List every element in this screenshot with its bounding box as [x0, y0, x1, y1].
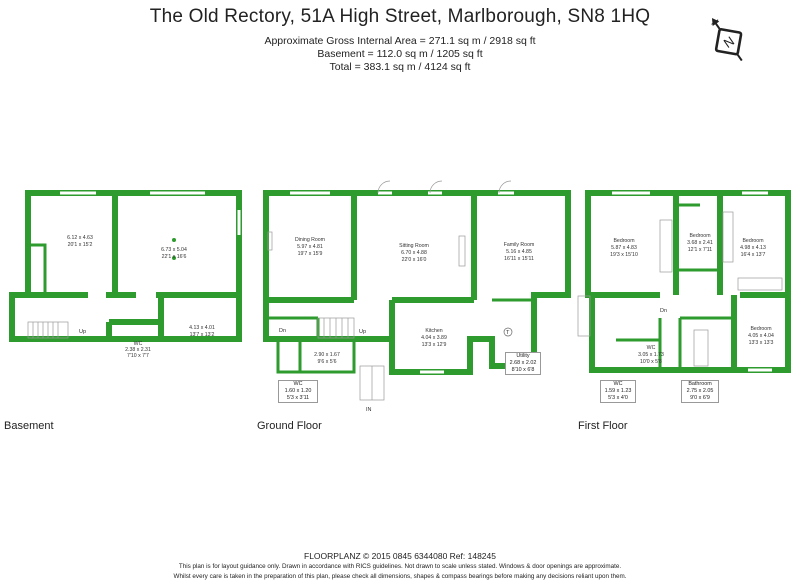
room-dims: 1.59 x 1.23 [604, 388, 632, 394]
room-dims-imperial: 8'10 x 6'8 [511, 367, 535, 373]
room-dims: 3.68 x 2.41 [687, 240, 713, 246]
footer-disclaimer-1: This plan is for layout guidance only. D… [178, 563, 622, 570]
ground-wc-label: WC 1.60 x 1.20 5'3 x 3'11 [278, 380, 318, 403]
first-wc-label: WC 1.59 x 1.23 5'3 x 4'0 [600, 380, 636, 403]
room-dims: 5.87 x 4.83 [611, 245, 637, 251]
first-floor-label: First Floor [578, 420, 628, 432]
room-dims-imperial: 9'0 x 6'9 [690, 395, 710, 401]
room-dims: 6.70 x 4.88 [401, 250, 427, 256]
room-dims-imperial: 19'7 x 15'9 [298, 251, 323, 257]
room-dims-imperial: 13'7 x 13'2 [190, 332, 215, 338]
room-dims-imperial: 16'4 x 13'7 [741, 252, 766, 258]
room-name: Bedroom [613, 238, 634, 244]
appliance-label: T [506, 330, 510, 336]
area-summary: Approximate Gross Internal Area = 271.1 … [0, 35, 800, 74]
room-dims-imperial: 9'6 x 5'6 [318, 359, 337, 365]
room-dims: 5.16 x 4.85 [506, 249, 532, 255]
utility-label: Utility 2.68 x 2.02 8'10 x 6'8 [505, 352, 541, 375]
page-title: The Old Rectory, 51A High Street, Marlbo… [149, 6, 651, 27]
gross-area-text: Approximate Gross Internal Area = 271.1 … [264, 35, 536, 47]
compass-icon: N [711, 17, 743, 62]
room-dims: 4.13 x 4.01 [189, 325, 215, 331]
room-dims-imperial: 20'1 x 15'2 [68, 242, 93, 248]
room-name: Utility [516, 353, 530, 359]
stairs-up-label: Up [359, 329, 366, 335]
room-dims: 2.68 x 2.02 [509, 360, 537, 366]
room-dims-imperial: 13'3 x 13'3 [749, 340, 774, 346]
room-dims: 2.38 x 2.31 [125, 347, 151, 353]
basement-label: Basement [4, 420, 54, 432]
room-dims-imperial: 22'1 x 16'6 [162, 254, 187, 260]
room-dims: 4.98 x 4.13 [740, 245, 766, 251]
room-dims: 2.75 x 2.05 [686, 388, 714, 394]
room-dims-imperial: 7'10 x 7'7 [127, 353, 149, 359]
room-name: Dining Room [295, 237, 325, 243]
room-dims: 4.04 x 3.89 [421, 335, 447, 341]
total-area-text: Total = 383.1 sq m / 4124 sq ft [329, 61, 471, 73]
room-name: Family Room [504, 242, 535, 248]
room-dims-imperial: 5'3 x 3'11 [286, 395, 310, 401]
room-dims: 2.90 x 1.67 [314, 352, 340, 358]
room-dims: 6.73 x 5.04 [161, 247, 187, 253]
room-name: WC [134, 341, 143, 347]
room-dims-imperial: 16'11 x 15'11 [504, 256, 534, 262]
entrance-label: IN [366, 407, 372, 413]
room-name: WC [613, 381, 623, 387]
room-dims-imperial: 10'0 x 5'8 [640, 359, 662, 365]
room-name: Bedroom [689, 233, 710, 239]
room-name: Bathroom [688, 381, 712, 387]
room-name: Bedroom [742, 238, 763, 244]
footer-credit: FLOORPLANZ © 2015 0845 6344080 Ref: 1482… [304, 551, 496, 561]
stairs-down-label: Dn [279, 328, 286, 334]
basement-area-text: Basement = 112.0 sq m / 1205 sq ft [317, 48, 483, 60]
room-dims-imperial: 19'3 x 15'10 [610, 252, 638, 258]
room-dims: 1.60 x 1.20 [284, 388, 312, 394]
room-name: Kitchen [425, 328, 442, 334]
room-name: Sitting Room [399, 243, 429, 249]
room-dims: 5.97 x 4.81 [297, 244, 323, 250]
ground-floor-plan: Dining Room 5.97 x 4.81 19'7 x 15'9 Sitt… [262, 180, 572, 413]
room-dims-imperial: 22'0 x 16'0 [402, 257, 427, 263]
room-dims-imperial: 13'3 x 12'9 [422, 342, 447, 348]
basement-plan: 6.12 x 4.63 20'1 x 15'2 6.73 x 5.04 22'1… [9, 189, 242, 359]
room-dims: 4.05 x 4.04 [748, 333, 774, 339]
room-name: WC [647, 345, 656, 351]
first-floor-plan: Bedroom 5.87 x 4.83 19'3 x 15'10 Bedroom… [577, 189, 792, 373]
footer-disclaimer-2: Whilst every care is taken in the prepar… [173, 573, 627, 580]
room-name: Bedroom [750, 326, 771, 332]
room-dims: 3.05 x 1.73 [638, 352, 664, 358]
stairs-up-label: Up [79, 329, 86, 335]
room-name: WC [293, 381, 303, 387]
bathroom-label: Bathroom 2.75 x 2.05 9'0 x 6'9 [681, 380, 719, 403]
room-dims: 6.12 x 4.63 [67, 235, 93, 241]
stairs-down-label: Dn [660, 308, 667, 314]
ground-floor-label: Ground Floor [257, 420, 322, 432]
room-dims-imperial: 12'1 x 7'11 [688, 247, 712, 253]
room-dims-imperial: 5'3 x 4'0 [608, 395, 628, 401]
